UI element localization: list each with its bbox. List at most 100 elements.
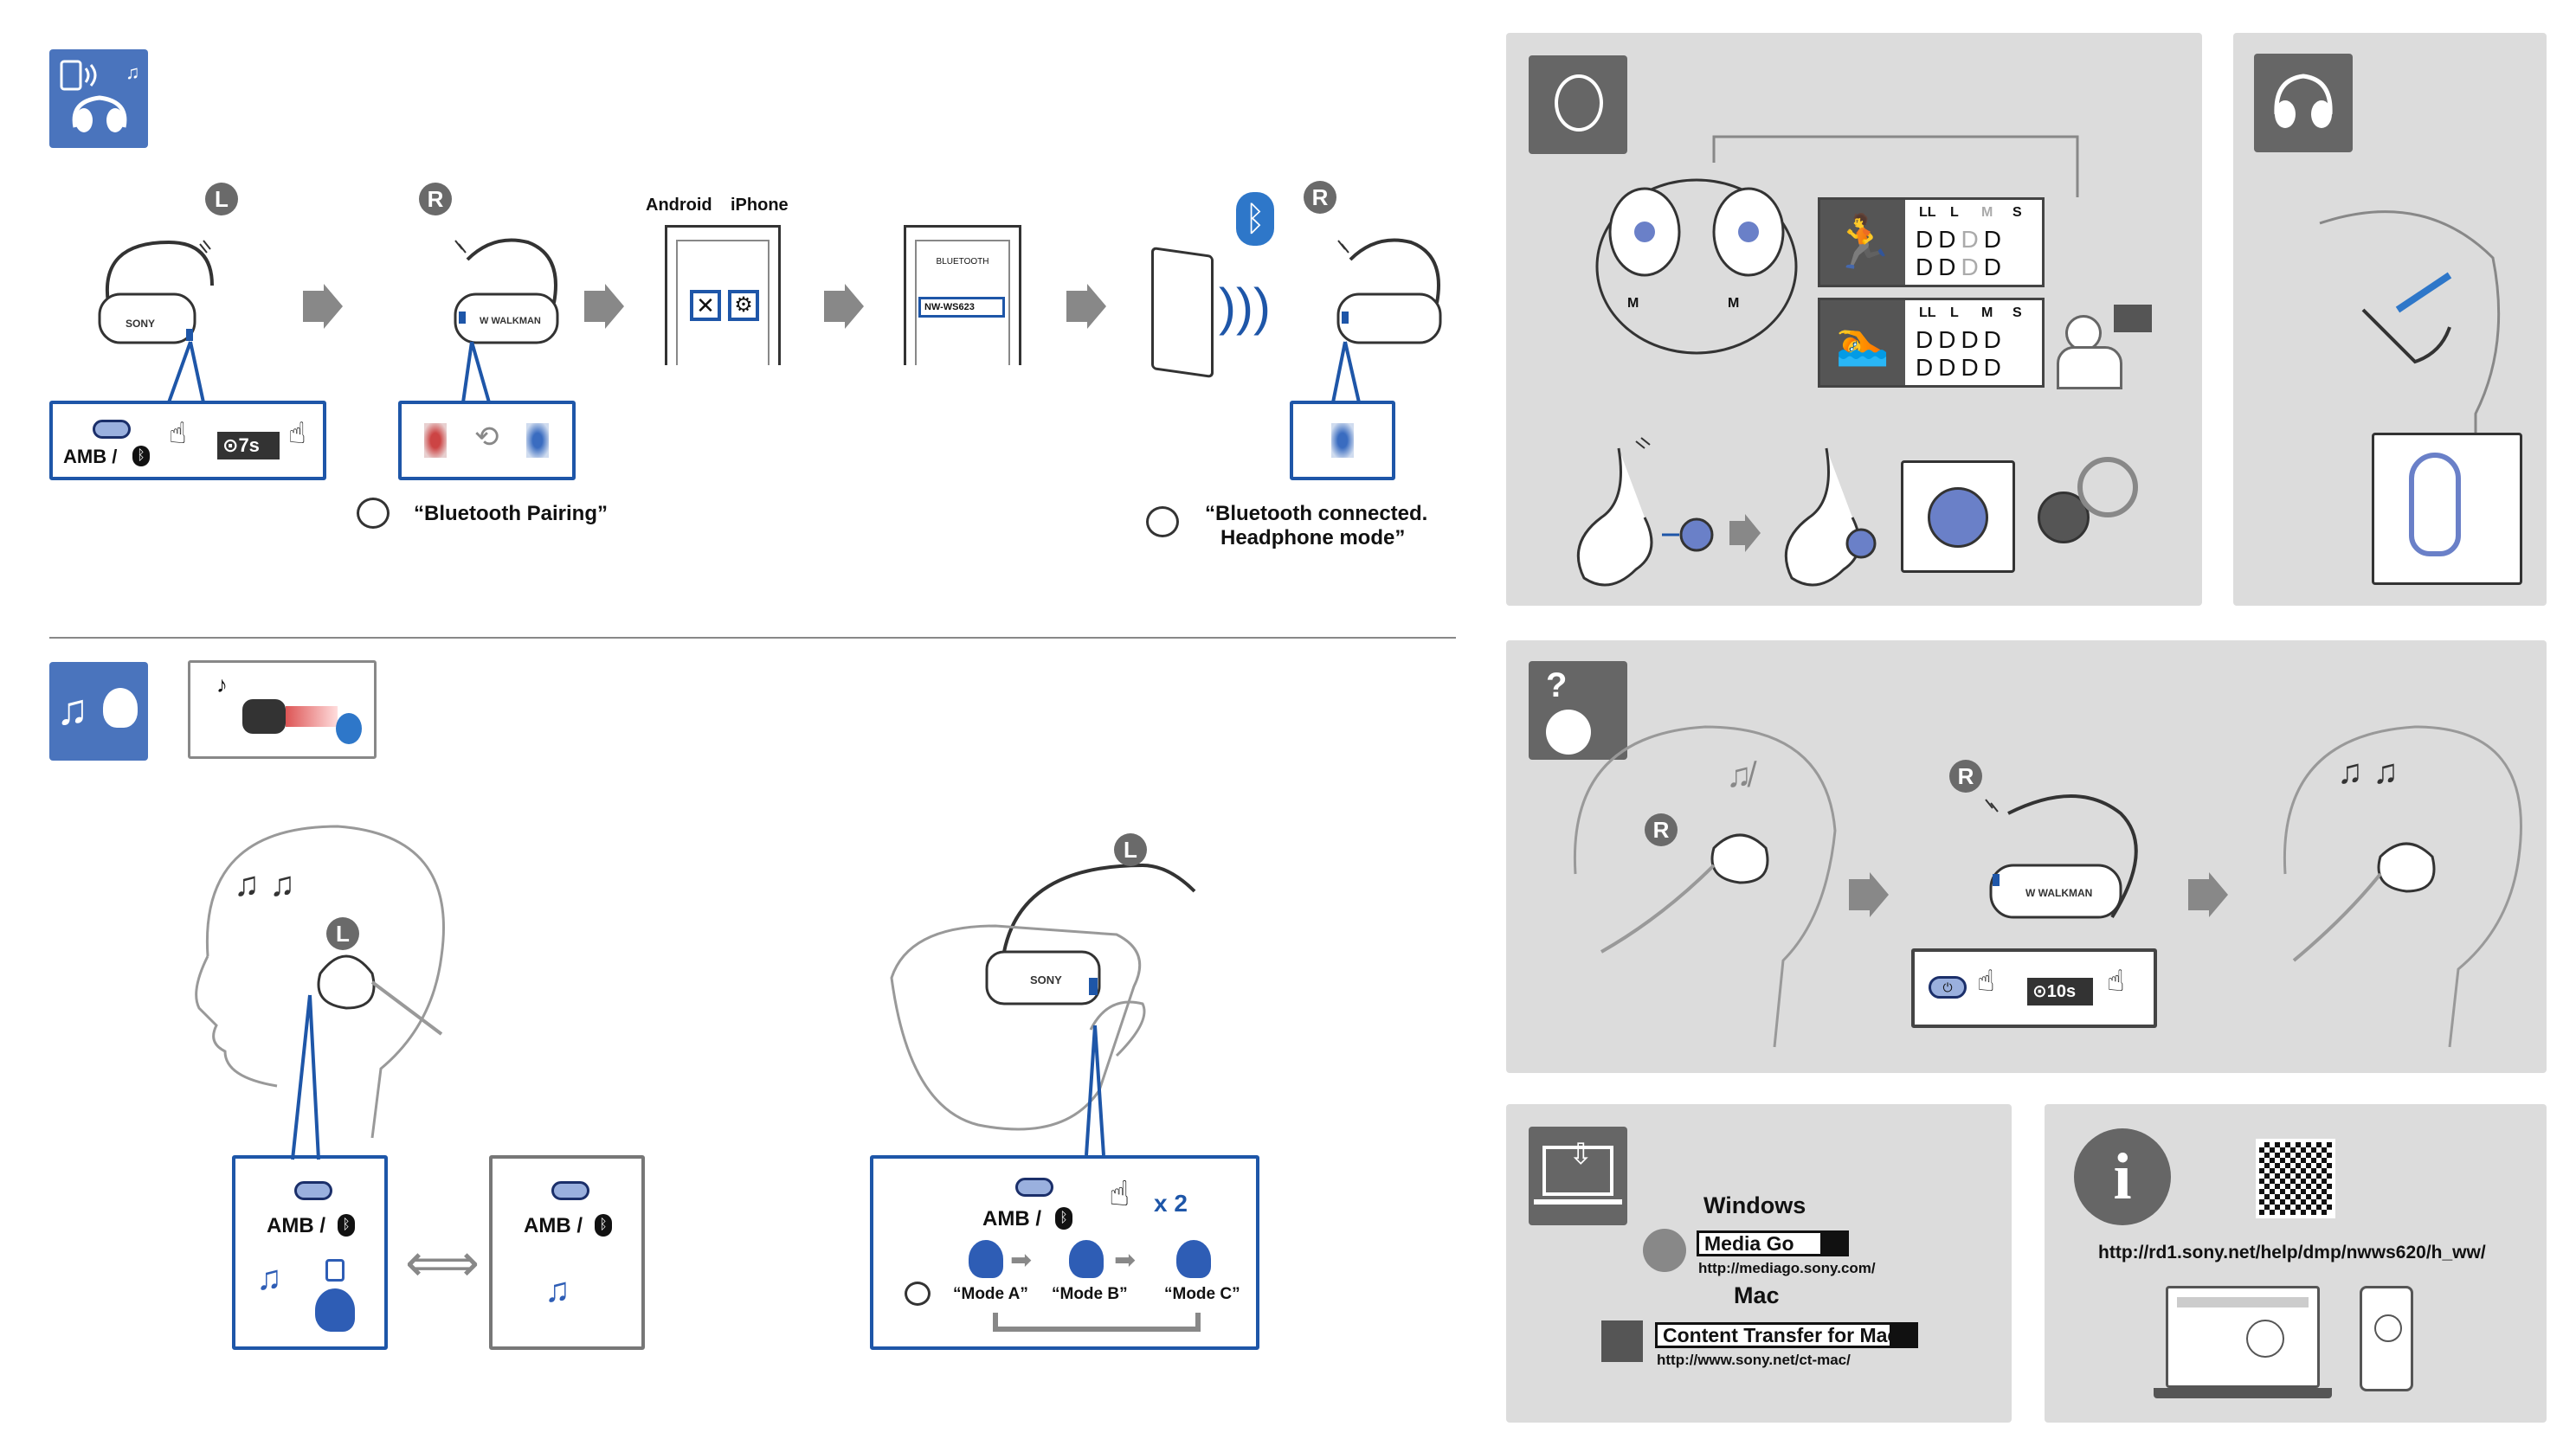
search-icon	[1820, 1233, 1846, 1254]
amb-off-callout: AMB / ᛒ ♫	[489, 1155, 645, 1350]
phone-settings-illustration: ✕ ⚙	[665, 225, 781, 365]
callout-pointer	[167, 341, 205, 403]
swim-size-l: L	[1950, 305, 1959, 320]
speech-icon	[357, 498, 390, 529]
swim-size-ll: LL	[1919, 305, 1936, 320]
swimming-icon: 🏊	[1820, 300, 1905, 385]
walkman-text: W WALKMAN	[2025, 887, 2092, 899]
laptop-base	[2154, 1388, 2332, 1398]
amb-button-callout: AMB / ᛒ ☝ ⊙7s ☝	[49, 401, 326, 480]
wearing-panel	[2233, 33, 2547, 606]
speech-icon	[905, 1282, 931, 1306]
swim-size-s: S	[2012, 305, 2022, 320]
amb-button-icon	[1015, 1178, 1053, 1197]
running-size-m: M	[1981, 205, 1993, 220]
settings-gear-icon: ⚙	[728, 290, 759, 321]
step-arrow	[824, 291, 845, 322]
android-label: Android	[646, 196, 712, 215]
headphone-left-illustration: SONY	[98, 240, 214, 344]
voice-person-icon	[1069, 1240, 1104, 1278]
step-arrow-head	[1745, 514, 1761, 552]
step-arrow-head	[1087, 284, 1106, 329]
speech-icon	[1146, 506, 1179, 537]
release-hand-icon: ☝	[288, 417, 306, 450]
led-flash-callout: ⟲	[398, 401, 576, 480]
running-size-ll: LL	[1919, 205, 1936, 220]
left-marker-ambient: L	[326, 917, 359, 950]
content-transfer-url[interactable]: http://www.sony.net/ct-mac/	[1657, 1352, 1851, 1368]
toggle-double-arrow: ⟺	[405, 1234, 480, 1292]
music-notes-icon: ♫ ♫	[2337, 753, 2399, 791]
voice-pairing-text: “Bluetooth Pairing”	[414, 502, 608, 525]
right-marker-reset-2: R	[1949, 760, 1982, 793]
amb-button-icon	[551, 1181, 589, 1200]
mode-arrow: ➡	[1010, 1246, 1033, 1275]
wearing-detail-box	[2372, 433, 2522, 585]
callout-pointer-4	[291, 994, 320, 1160]
content-transfer-search-box[interactable]: Content Transfer for Mac	[1655, 1322, 1918, 1348]
signal-waves-icon: )))	[1219, 278, 1271, 336]
callout-pointer-2	[461, 341, 491, 403]
person-head-illustration	[195, 825, 445, 1139]
no-sound-icon: ♫̸	[1726, 756, 1752, 794]
head-with-sound-illustration	[2283, 725, 2522, 1048]
wearing-head-illustration	[2319, 210, 2501, 466]
pairing-section-icon: ♫	[49, 49, 148, 148]
double-press-hand-icon: ☝	[1109, 1175, 1130, 1213]
device-name-item[interactable]: NW-WS623	[918, 297, 1005, 318]
bluetooth-screen-title: BLUETOOTH	[936, 257, 989, 267]
headphone-wear-icon	[2254, 54, 2353, 152]
prohibited-icon	[2077, 457, 2138, 517]
blue-led-callout	[1290, 401, 1395, 480]
ambient-section-icon: ♫	[49, 662, 148, 761]
help-url[interactable]: http://rd1.sony.net/help/dmp/nwws620/h_w…	[2098, 1243, 2486, 1262]
content-transfer-search-text: Content Transfer for Mac	[1663, 1324, 1899, 1346]
press-hand-icon: ☝	[1977, 965, 1995, 998]
content-transfer-logo-icon	[1601, 1320, 1643, 1362]
ambient-explanation-illustration: ♪	[188, 660, 377, 759]
headphone-reset-illustration: W WALKMAN	[1985, 794, 2138, 919]
bluetooth-logo-icon: ᛒ	[1236, 192, 1274, 246]
reset-callout: ⏻ ☝ ⊙10s ☝	[1911, 948, 2157, 1028]
power-button-icon: ⏻	[1929, 976, 1967, 999]
svg-text:SONY: SONY	[126, 318, 155, 330]
section-divider	[49, 637, 1456, 639]
hold-timer-arrow: ⊙10s	[2027, 978, 2093, 1005]
step-arrow-head	[2209, 872, 2228, 917]
amb-label: AMB /	[63, 446, 118, 467]
media-go-search-box[interactable]: Media Go	[1697, 1230, 1849, 1256]
media-go-url[interactable]: http://mediago.sony.com/	[1698, 1260, 1876, 1276]
right-marker: R	[419, 183, 452, 215]
hold-timer-arrow: ⊙7s	[217, 432, 280, 459]
voice-person-icon	[969, 1240, 1003, 1278]
svg-text:♫: ♫	[126, 61, 140, 83]
qr-code[interactable]	[2256, 1139, 2335, 1218]
blue-led-icon	[1331, 423, 1354, 458]
step-arrow	[1729, 521, 1745, 545]
amb-on-callout: AMB / ᛒ ♫	[232, 1155, 388, 1350]
walkman-text: W WALKMAN	[480, 316, 541, 326]
headphone-right-connected	[1336, 238, 1442, 344]
alternate-icon: ⟲	[474, 421, 499, 453]
amb-button-icon	[93, 420, 131, 439]
earbud-rotate-icon	[1529, 55, 1627, 154]
press-count-label: x 2	[1154, 1190, 1188, 1217]
step-arrow-head	[605, 284, 624, 329]
earbud-zoom-detail	[1901, 460, 2015, 573]
head-no-sound-illustration	[1573, 725, 1837, 1048]
callout-pointer-5	[1085, 1025, 1105, 1156]
release-hand-icon: ☝	[2107, 965, 2125, 998]
info-icon: i	[2074, 1128, 2171, 1225]
sony-text: SONY	[1030, 973, 1062, 986]
step-arrow-head	[845, 284, 864, 329]
download-icon: ⇩	[1529, 1127, 1627, 1225]
step-arrow	[584, 291, 605, 322]
step-arrow-head	[324, 284, 343, 329]
running-icon: 🏃	[1820, 200, 1905, 285]
right-marker-reset-1: R	[1645, 813, 1678, 846]
music-notes-icon: ♫	[256, 1259, 282, 1297]
step-arrow	[1066, 291, 1087, 322]
step-arrow	[303, 291, 324, 322]
